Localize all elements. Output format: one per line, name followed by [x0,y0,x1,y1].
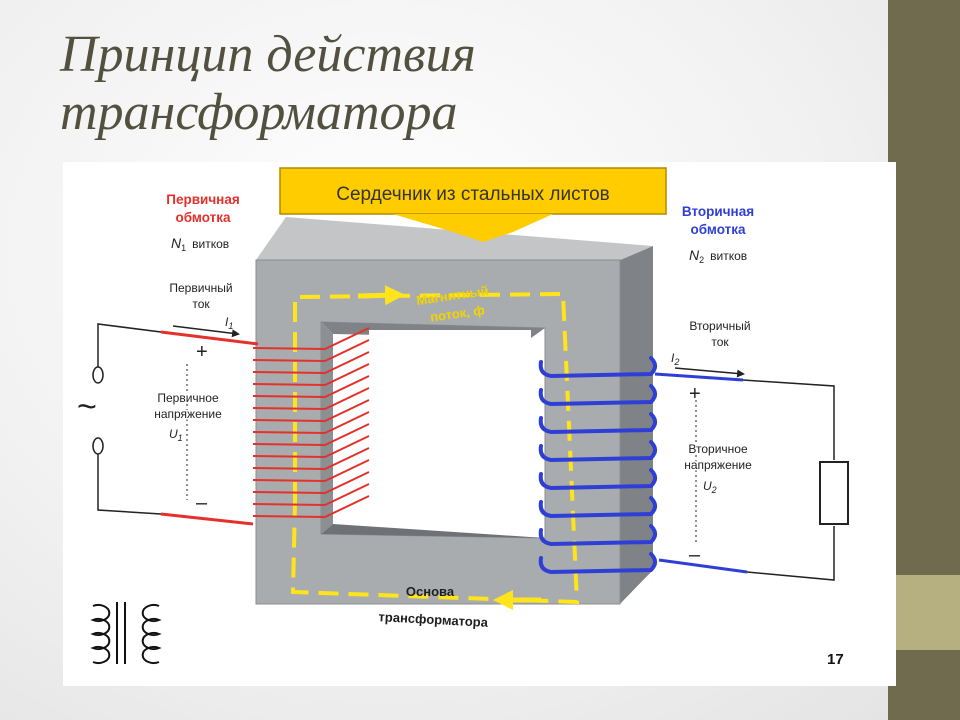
secondary-current-label-line2: ток [711,335,729,349]
core-window-opening [369,330,531,524]
secondary-coil-turn [538,440,657,463]
primary-coil-turn [252,351,370,375]
primary-voltage-symbol-letter: U [169,427,178,441]
primary-turns-label: N1 витков [171,235,229,253]
primary-coil [252,327,370,519]
secondary-coil-turn [538,496,657,519]
primary-plus: + [196,341,208,363]
secondary-winding-label-line2: обмотка [690,222,745,237]
primary-winding-label-line1: Первичная [166,192,239,207]
primary-current-symbol: I1 [225,315,233,331]
ac-source-terminal-bottom [92,437,104,455]
primary-lead-top [160,330,259,346]
core-side-face [620,246,653,604]
magnetic-flux-loop [290,291,580,605]
base-label-line2: трансформатора [378,609,489,630]
diagram-panel: ~ Сердечник из стальных листов Первичная… [63,162,896,686]
primary-coil-turn [252,399,370,423]
slide-title-line1: Принцип действия [60,26,476,83]
secondary-turns-symbol: N [689,247,700,263]
core-label-text: Сердечник из стальных листов [336,184,609,205]
primary-coil-turn [252,447,370,471]
primary-turns-word: витков [192,237,229,251]
slide-title-line2: трансформатора [60,84,458,141]
secondary-voltage-label-line2: напряжение [684,458,752,472]
primary-current-label-line1: Первичный [169,281,232,295]
transformer-diagram: ~ Сердечник из стальных листов Первичная… [77,167,849,668]
secondary-plus: + [689,383,701,405]
secondary-minus: – [689,544,701,566]
secondary-turns-sub: 2 [699,255,704,265]
primary-turns-symbol: N [171,235,182,251]
secondary-current-symbol-letter: I [671,351,675,365]
primary-current-symbol-sub: 1 [228,321,233,331]
secondary-current-label-line1: Вторичный [689,319,750,333]
secondary-current-arrow [674,367,745,378]
transformer-schematic-symbol [90,602,162,664]
primary-coil-turn [252,411,370,435]
primary-voltage-label-line2: напряжение [154,407,222,421]
primary-voltage-label-line1: Первичное [157,391,219,405]
secondary-current-symbol-sub: 2 [673,357,679,367]
base-label-line1: Основа [406,584,455,599]
primary-coil-turn [252,495,370,519]
primary-coil-turn [252,327,370,351]
primary-coil-turn [252,363,370,387]
secondary-coil-turn [538,412,657,435]
primary-voltage-symbol: U1 [169,427,183,443]
secondary-current-symbol: I2 [671,351,679,367]
secondary-turns-label: N2 витков [689,247,747,265]
load-resistor [819,461,849,525]
primary-current-symbol-letter: I [225,315,229,329]
secondary-winding-label-line1: Вторичная [682,204,754,219]
primary-minus: – [196,492,208,514]
decor-band-top [888,0,960,575]
primary-coil-turn [252,459,370,483]
secondary-circuit-wire [742,379,835,581]
secondary-coil-turn [538,552,657,575]
secondary-lead-top [654,372,744,382]
primary-current-arrow [172,325,240,338]
primary-coil-turn [252,423,370,447]
primary-turns-sub: 1 [181,243,186,253]
primary-circuit-wire [97,323,162,515]
schematic-secondary-coil [141,604,162,664]
decor-band-bottom [888,650,960,720]
flux-arrow-top [357,285,405,306]
primary-voltage-symbol-sub: 1 [178,433,183,443]
schematic-primary-coil [90,604,111,664]
primary-current-label-line2: ток [192,297,210,311]
slide-title: Принцип действия трансформатора [60,26,476,142]
secondary-coil-turn [538,384,657,407]
secondary-coil-turn [538,356,657,379]
core-label-box [279,167,667,215]
primary-coil-turn [252,387,370,411]
core-window-inner-bottom [321,524,545,538]
primary-coil-turn [252,435,370,459]
primary-coil-turn [252,471,370,495]
core-label-pointer [393,214,553,242]
secondary-voltage-symbol-sub: 2 [711,485,717,495]
primary-lead-bottom [160,512,254,526]
secondary-voltage-symbol: U2 [703,479,717,495]
secondary-coil-turn [538,468,657,491]
secondary-turns-word: витков [710,249,747,263]
secondary-voltage-symbol-letter: U [703,479,712,493]
primary-coil-turn [252,375,370,399]
secondary-coil [538,356,657,575]
ac-source-symbol: ~ [77,388,97,426]
core-top-face [256,217,653,260]
page-number: 17 [827,651,844,668]
primary-coil-turn [252,339,370,363]
decor-band-middle [888,575,960,650]
ac-source-terminal-top [92,366,104,384]
secondary-lead-bottom [658,558,748,574]
primary-winding-label-line2: обмотка [175,210,230,225]
secondary-coil-turn [538,524,657,547]
secondary-voltage-label-line1: Вторичное [688,442,748,456]
primary-coil-turn [252,483,370,507]
